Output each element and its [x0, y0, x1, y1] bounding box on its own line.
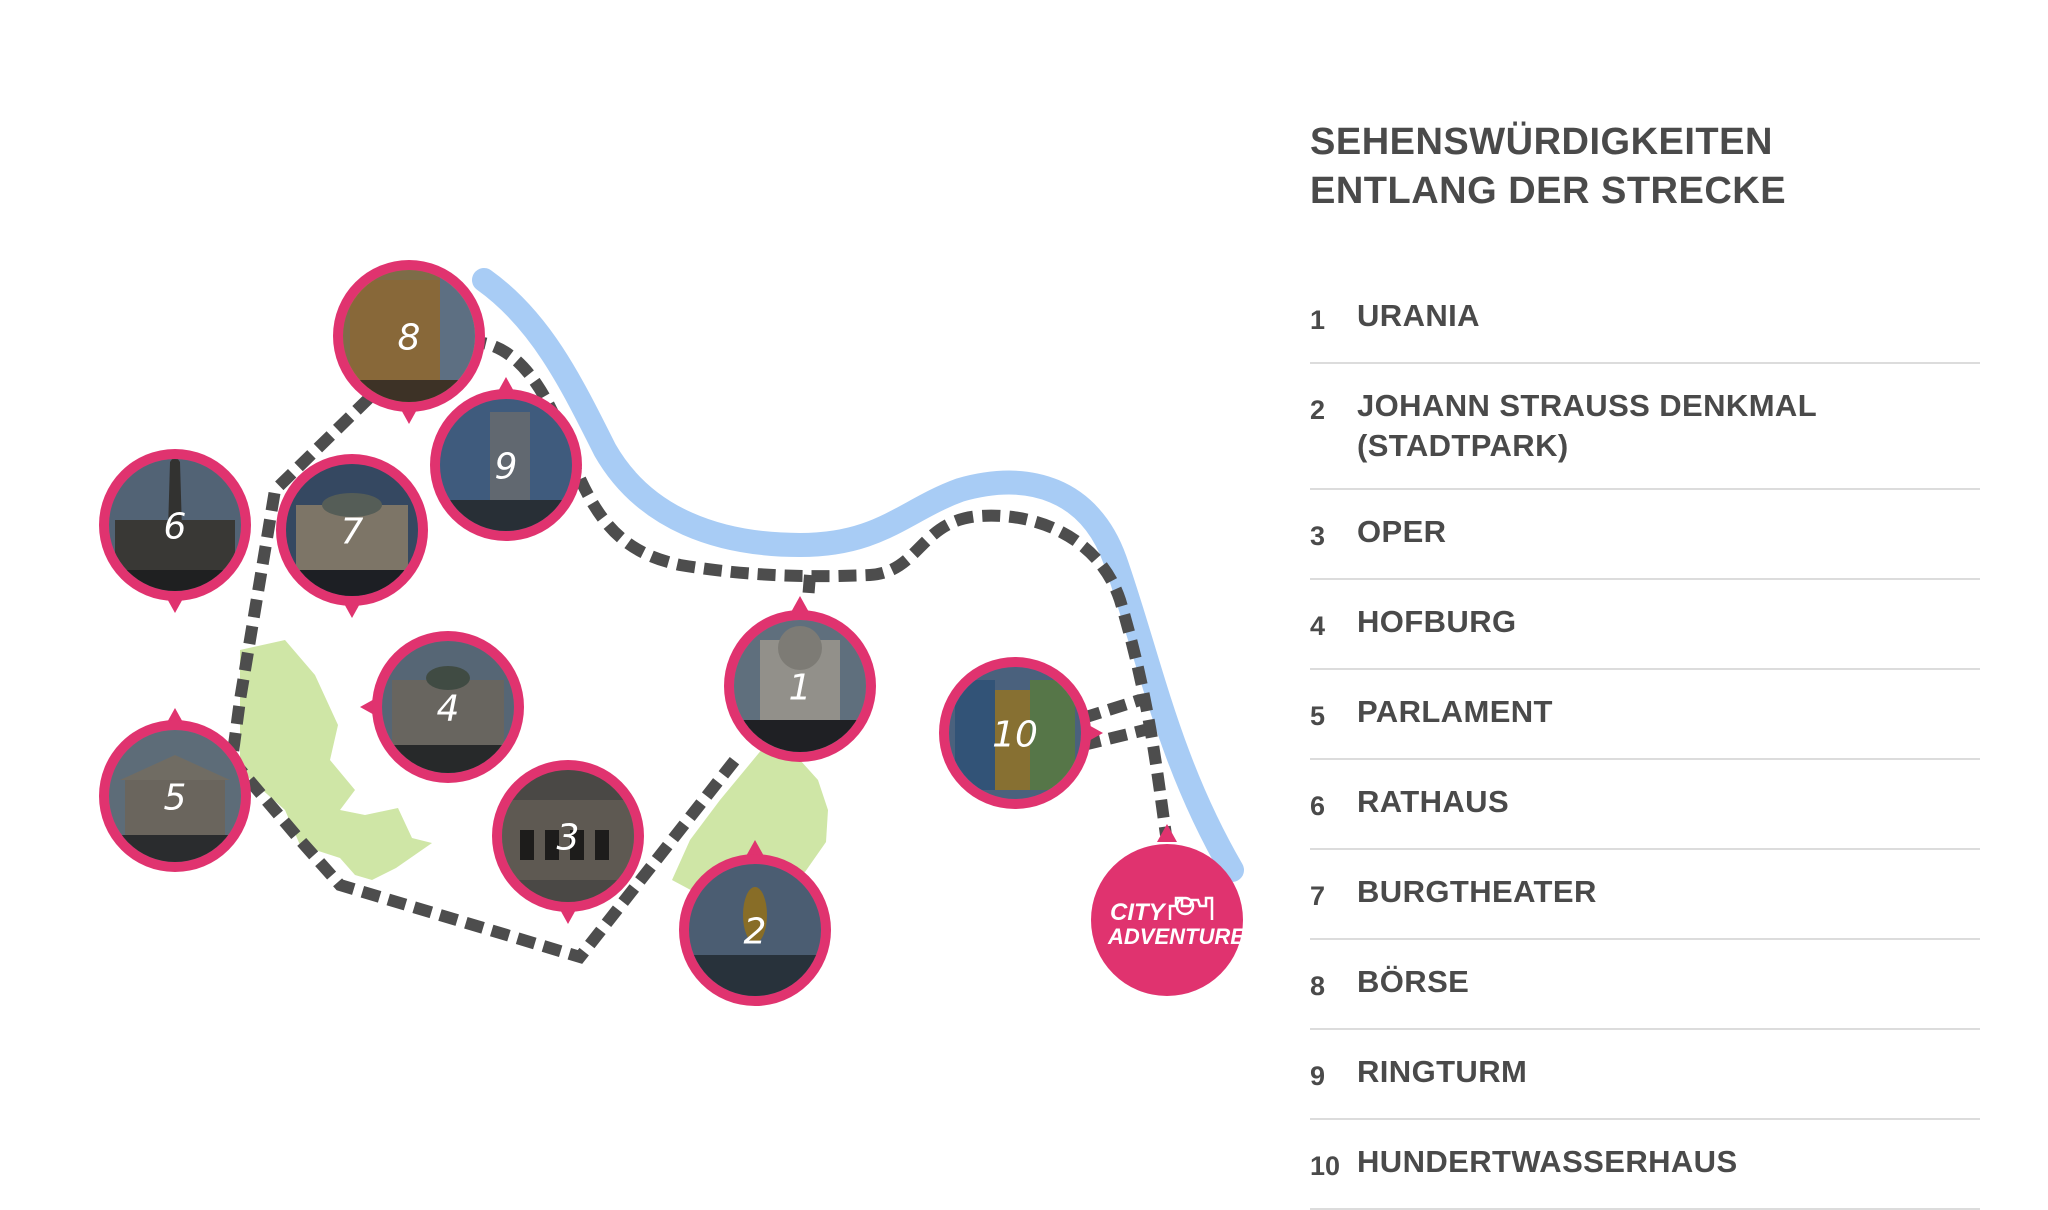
sight-name: HUNDERTWASSERHAUS: [1357, 1144, 1738, 1179]
sight-number: 1: [1310, 305, 1326, 335]
pin-number: 6: [164, 507, 187, 548]
sights-list: 1 URANIA 2 JOHANN STRAUSS DENKMAL (STADT…: [1310, 274, 1980, 1210]
sight-number: 8: [1310, 971, 1326, 1001]
pin-number: 4: [437, 689, 460, 730]
legend-heading: SEHENSWÜRDIGKEITEN ENTLANG DER STRECKE: [1310, 118, 2010, 216]
list-item: 6 RATHAUS: [1310, 760, 1980, 850]
sight-name: HOFBURG: [1357, 604, 1517, 639]
list-item: 8 BÖRSE: [1310, 940, 1980, 1030]
list-item: 7 BURGTHEATER: [1310, 850, 1980, 940]
sight-number: 7: [1310, 881, 1326, 911]
route-line: [225, 335, 1172, 964]
park-area-west: [240, 640, 432, 880]
pin-number: 10: [992, 715, 1038, 756]
list-item: 5 PARLAMENT: [1310, 670, 1980, 760]
sight-name: URANIA: [1357, 298, 1480, 333]
sight-name: JOHANN STRAUSS DENKMAL (STADTPARK): [1357, 386, 1817, 466]
pin-1[interactable]: 1: [724, 596, 876, 762]
pin-8[interactable]: 8: [333, 260, 485, 424]
city-adventure-logo: CITY ADVENTURE: [1091, 824, 1246, 996]
pin-10[interactable]: 10: [939, 657, 1103, 809]
stock-exchange-photo: [343, 270, 475, 402]
sight-name: BURGTHEATER: [1357, 874, 1597, 909]
pin-5[interactable]: 5: [99, 708, 251, 872]
legend-heading-line-1: SEHENSWÜRDIGKEITEN: [1310, 121, 1773, 163]
pin-7[interactable]: 7: [276, 454, 428, 618]
sight-number: 10: [1310, 1151, 1341, 1181]
urania-building-photo: [734, 620, 866, 752]
parliament-photo: [109, 730, 241, 862]
opera-facade-photo: [502, 770, 634, 902]
list-item: 4 HOFBURG: [1310, 580, 1980, 670]
list-item: 1 URANIA: [1310, 274, 1980, 364]
sight-number: 9: [1310, 1061, 1326, 1091]
list-item: 2 JOHANN STRAUSS DENKMAL (STADTPARK): [1310, 364, 1980, 490]
river-donaukanal: [472, 268, 1244, 882]
pin-number: 8: [398, 318, 421, 359]
sight-number: 2: [1310, 395, 1326, 425]
route-map: 1 2 3: [99, 260, 1246, 1006]
sight-number: 6: [1310, 791, 1326, 821]
list-item: 10 HUNDERTWASSERHAUS: [1310, 1120, 1980, 1210]
legend-heading-line-2: ENTLANG DER STRECKE: [1310, 170, 1787, 212]
ferris-wheel-icon: [1175, 896, 1195, 916]
pin-number: 9: [495, 447, 518, 488]
sight-name: PARLAMENT: [1357, 694, 1553, 729]
logo-line-city: CITY: [1110, 899, 1167, 926]
sight-name-line-2: (STADTPARK): [1357, 428, 1569, 463]
sight-name: OPER: [1357, 514, 1447, 549]
sight-name: BÖRSE: [1357, 964, 1470, 999]
sight-name-line-1: JOHANN STRAUSS DENKMAL: [1357, 388, 1818, 423]
pin-4[interactable]: 4: [360, 631, 524, 783]
pin-number: 3: [557, 818, 580, 859]
sight-number: 4: [1310, 611, 1326, 641]
sight-number: 3: [1310, 521, 1326, 551]
pin-6[interactable]: 6: [99, 449, 251, 613]
park-area-stadtpark: [672, 742, 828, 895]
tower-photo: [440, 399, 572, 531]
pin-number: 2: [744, 912, 767, 953]
pin-number: 5: [164, 778, 187, 819]
colorful-house-photo: [949, 667, 1081, 799]
sight-number: 5: [1310, 701, 1326, 731]
logo-line-adventure: ADVENTURE: [1107, 924, 1246, 949]
sight-name: RINGTURM: [1357, 1054, 1528, 1089]
sight-name: RATHAUS: [1357, 784, 1510, 819]
list-item: 9 RINGTURM: [1310, 1030, 1980, 1120]
city-hall-photo: [109, 459, 241, 591]
pin-number: 1: [789, 668, 812, 709]
hofburg-palace-photo: [382, 641, 514, 773]
list-item: 3 OPER: [1310, 490, 1980, 580]
pin-3[interactable]: 3: [492, 760, 644, 924]
pin-2[interactable]: 2: [679, 840, 831, 1006]
pin-9[interactable]: 9: [430, 377, 582, 541]
pin-number: 7: [341, 512, 364, 553]
